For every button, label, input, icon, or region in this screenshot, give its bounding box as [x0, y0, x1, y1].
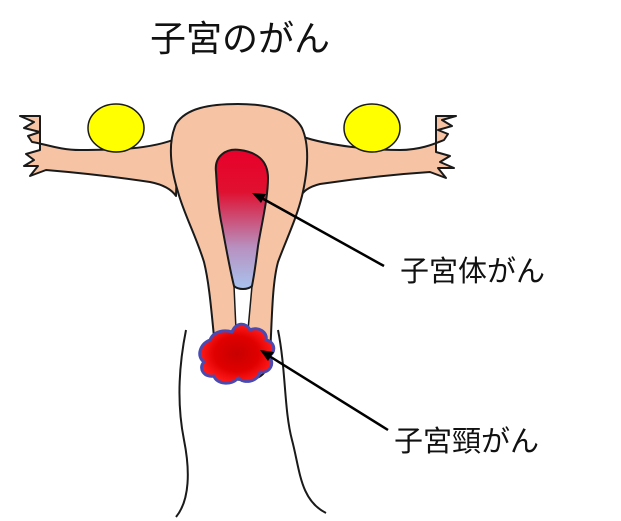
vagina-left-outline: [176, 330, 188, 517]
uterine-body-cancer-label: 子宮体がん: [400, 248, 545, 290]
left-ovary: [88, 104, 144, 152]
right-ovary: [344, 104, 400, 152]
cervical-cancer-label: 子宮頸がん: [394, 418, 539, 460]
vagina-right-outline: [278, 330, 326, 513]
